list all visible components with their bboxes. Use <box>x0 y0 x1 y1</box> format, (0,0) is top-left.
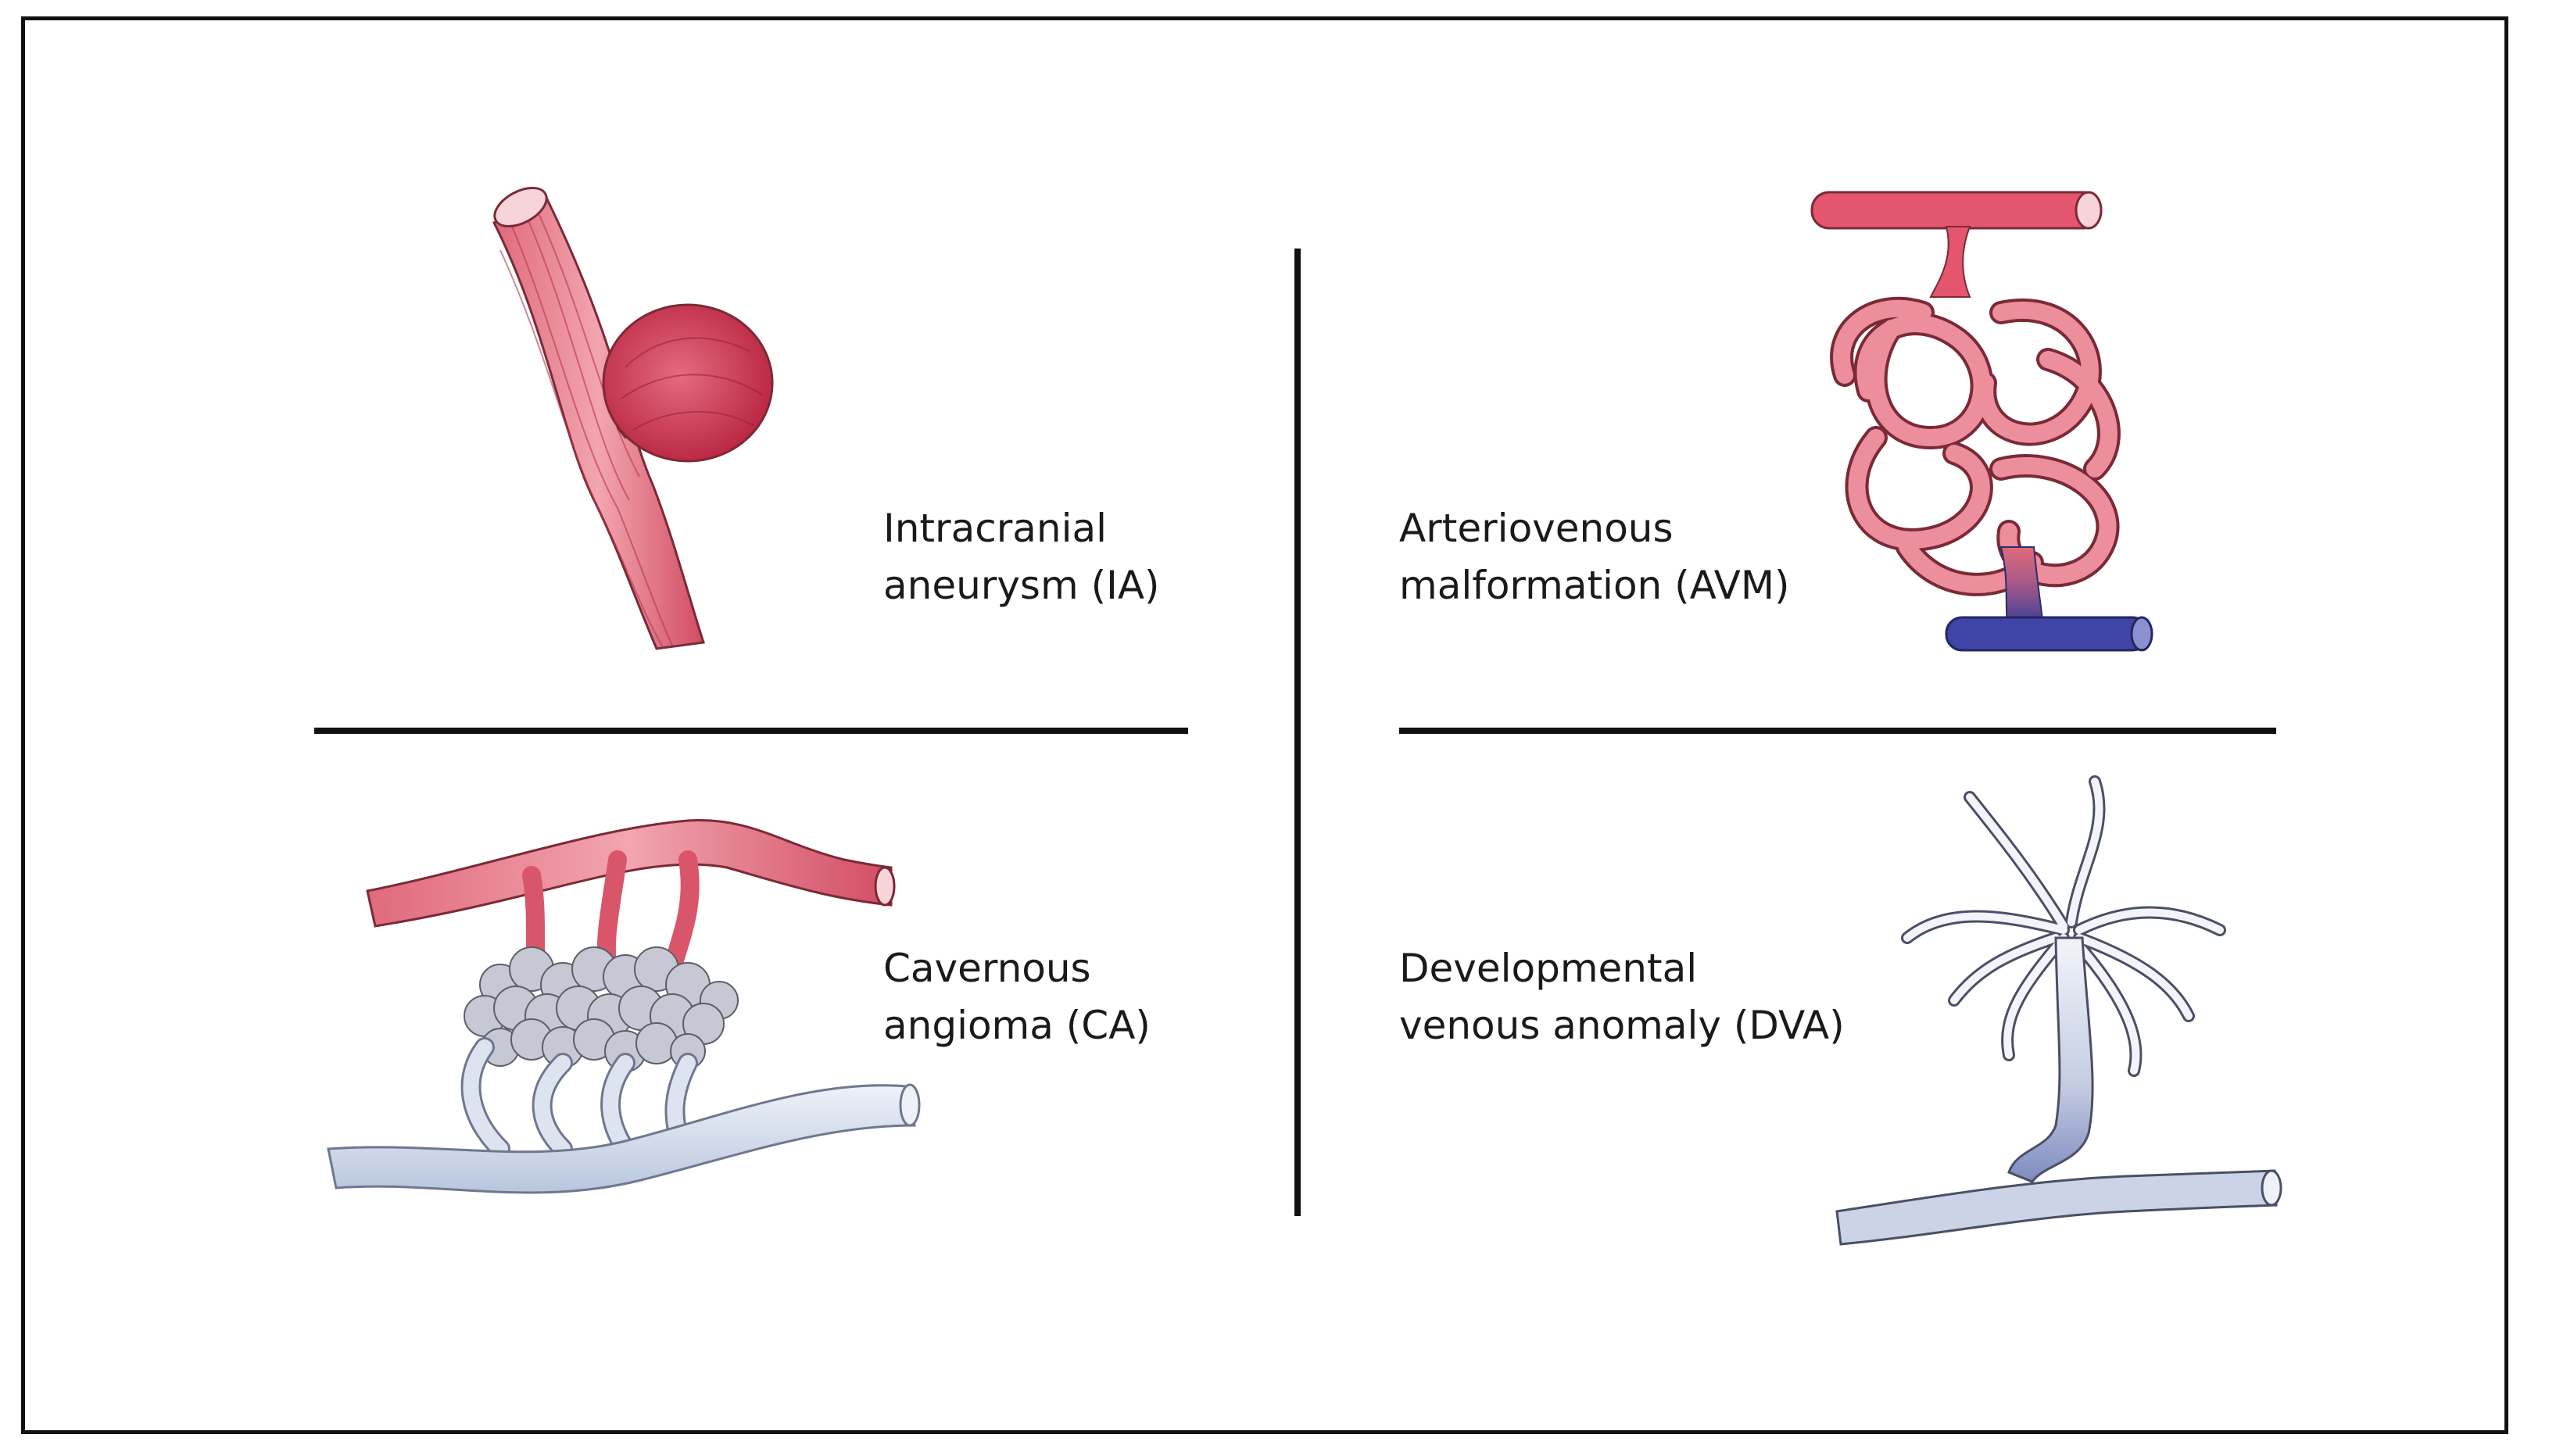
figure-frame <box>21 16 2508 1434</box>
dva-drawing <box>1835 775 2282 1246</box>
aneurysm-vessel-texture <box>499 214 673 648</box>
aneurysm-sac-texture <box>621 337 763 431</box>
dva-vein-end <box>2261 1169 2282 1207</box>
ca-caverns-cluster <box>464 946 739 1072</box>
ca-artery <box>366 819 893 928</box>
ca-artery-end <box>874 866 896 907</box>
label-ia-line1: Intracranial <box>883 506 1108 551</box>
avm-draining-vein <box>1945 616 2150 652</box>
label-arteriovenous-malformation: Arteriovenous malformation (AVM) <box>1399 500 1790 614</box>
cavernous-angioma-drawing <box>327 819 921 1194</box>
avm-artery-end <box>2075 191 2103 230</box>
aneurysm-drawing <box>492 187 774 650</box>
label-ca-line2: angioma (CA) <box>883 1003 1151 1048</box>
aneurysm-vessel-opening <box>493 187 548 227</box>
label-avm-line1: Arteriovenous <box>1399 506 1674 551</box>
dva-medullary-veins <box>1901 775 2226 1077</box>
dva-draining-vein <box>1835 1169 2278 1246</box>
label-avm-line2: malformation (AVM) <box>1399 563 1790 608</box>
label-dva-line2: venous anomaly (DVA) <box>1399 1003 1845 1048</box>
label-ia-line2: aneurysm (IA) <box>883 563 1160 608</box>
avm-drawing <box>1810 191 2153 652</box>
label-ca-line1: Cavernous <box>883 946 1091 991</box>
label-developmental-venous-anomaly: Developmental venous anomaly (DVA) <box>1399 940 1845 1054</box>
dva-collector-vein <box>2007 936 2094 1183</box>
avm-feeding-artery <box>1810 191 2103 230</box>
avm-vein-end <box>2130 616 2153 652</box>
label-intracranial-aneurysm: Intracranial aneurysm (IA) <box>883 500 1160 614</box>
aneurysm-sac <box>602 303 774 463</box>
ca-vein-end <box>899 1083 921 1127</box>
label-cavernous-angioma: Cavernous angioma (CA) <box>883 940 1151 1054</box>
avm-arterial-stem <box>1929 226 1971 298</box>
avm-nidus <box>1830 296 2121 596</box>
label-dva-line1: Developmental <box>1399 946 1698 991</box>
